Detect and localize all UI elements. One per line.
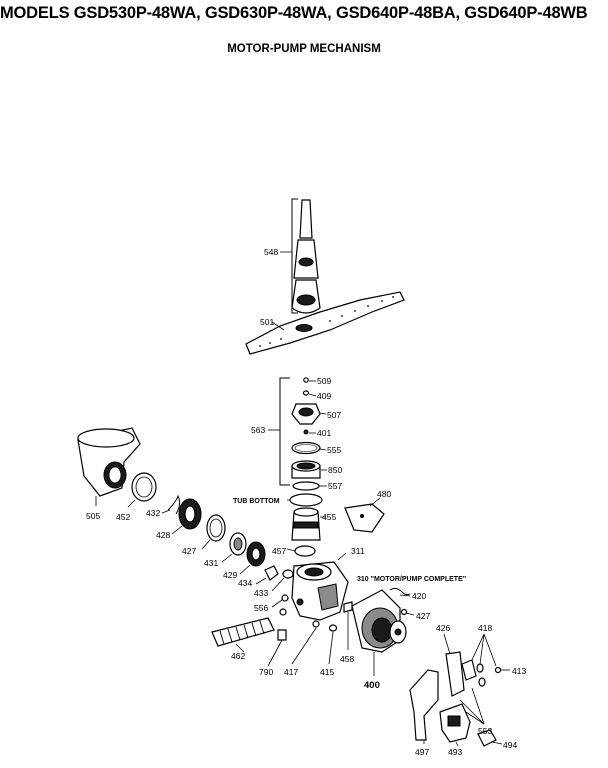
spray-arm (245, 291, 405, 355)
label-553: 553 (478, 726, 492, 736)
leaders-553 (459, 687, 485, 725)
ring-431 (221, 532, 247, 563)
pump-housing-505 (77, 427, 141, 506)
label-507: 507 (327, 410, 341, 420)
grommets-418 (461, 633, 510, 687)
label-505: 505 (86, 511, 100, 521)
label-790: 790 (259, 667, 273, 677)
label-433: 433 (254, 588, 268, 598)
label-563: 563 (251, 425, 265, 435)
pump-body-311 (291, 552, 349, 621)
label-493: 493 (448, 747, 462, 757)
label-480: 480 (377, 489, 391, 499)
impeller-428 (171, 498, 202, 535)
motor-pump-complete-label: 310 "MOTOR/PUMP COMPLETE" (357, 576, 466, 583)
label-428: 428 (156, 530, 170, 540)
label-497: 497 (415, 747, 429, 757)
tub-bottom-seal (287, 493, 323, 507)
tub-bottom-label: TUB BOTTOM (233, 498, 280, 505)
spray-tower-assembly (280, 198, 321, 314)
label-420: 420 (412, 591, 426, 601)
clamp-452 (127, 472, 157, 508)
label-401: 401 (317, 428, 331, 438)
label-452: 452 (116, 512, 130, 522)
label-494: 494 (503, 740, 517, 750)
label-400: 400 (364, 680, 380, 691)
motor-clip-parts (389, 587, 415, 616)
label-432: 432 (146, 508, 160, 518)
label-417: 417 (284, 667, 298, 677)
page-title: MODELS GSD530P-48WA, GSD630P-48WA, GSD64… (0, 4, 588, 22)
part-labels: 548 501 509 409 563 507 401 555 850 557 … (86, 247, 526, 757)
label-418: 418 (478, 623, 492, 633)
label-427b: 427 (416, 611, 430, 621)
motor-400 (351, 589, 407, 676)
hub-parts-group (268, 377, 327, 491)
label-501: 501 (260, 317, 274, 327)
label-413: 413 (512, 666, 526, 676)
label-548: 548 (264, 247, 278, 257)
hose-462 (211, 617, 275, 653)
bracket-426 (443, 633, 465, 697)
label-458: 458 (340, 654, 354, 664)
label-557: 557 (328, 481, 342, 491)
label-431: 431 (204, 558, 218, 568)
label-462: 462 (231, 651, 245, 661)
bracket-493 (439, 703, 471, 747)
ring-427 (201, 514, 226, 550)
label-555: 555 (327, 445, 341, 455)
nut-434 (255, 565, 279, 585)
label-429: 429 (223, 570, 237, 580)
screws-556 (271, 594, 289, 616)
label-457: 457 (272, 546, 286, 556)
fasteners (267, 601, 353, 667)
bracket-480 (344, 497, 385, 533)
label-556: 556 (254, 603, 268, 613)
label-427: 427 (182, 546, 196, 556)
label-409: 409 (317, 391, 331, 401)
label-311: 311 (351, 546, 365, 556)
label-455: 455 (322, 512, 336, 522)
label-434: 434 (238, 578, 252, 588)
label-426: 426 (436, 623, 450, 633)
collar-455 (291, 507, 326, 541)
page-subtitle: MOTOR-PUMP MECHANISM (227, 43, 381, 55)
mount-plate-497 (409, 669, 439, 744)
label-850: 850 (328, 465, 342, 475)
seal-457 (286, 545, 316, 557)
label-415: 415 (320, 667, 334, 677)
label-509: 509 (317, 376, 331, 386)
washer-433 (271, 569, 294, 592)
clip-432 (161, 494, 181, 515)
clip-494 (477, 729, 503, 747)
disc-429 (239, 541, 266, 575)
